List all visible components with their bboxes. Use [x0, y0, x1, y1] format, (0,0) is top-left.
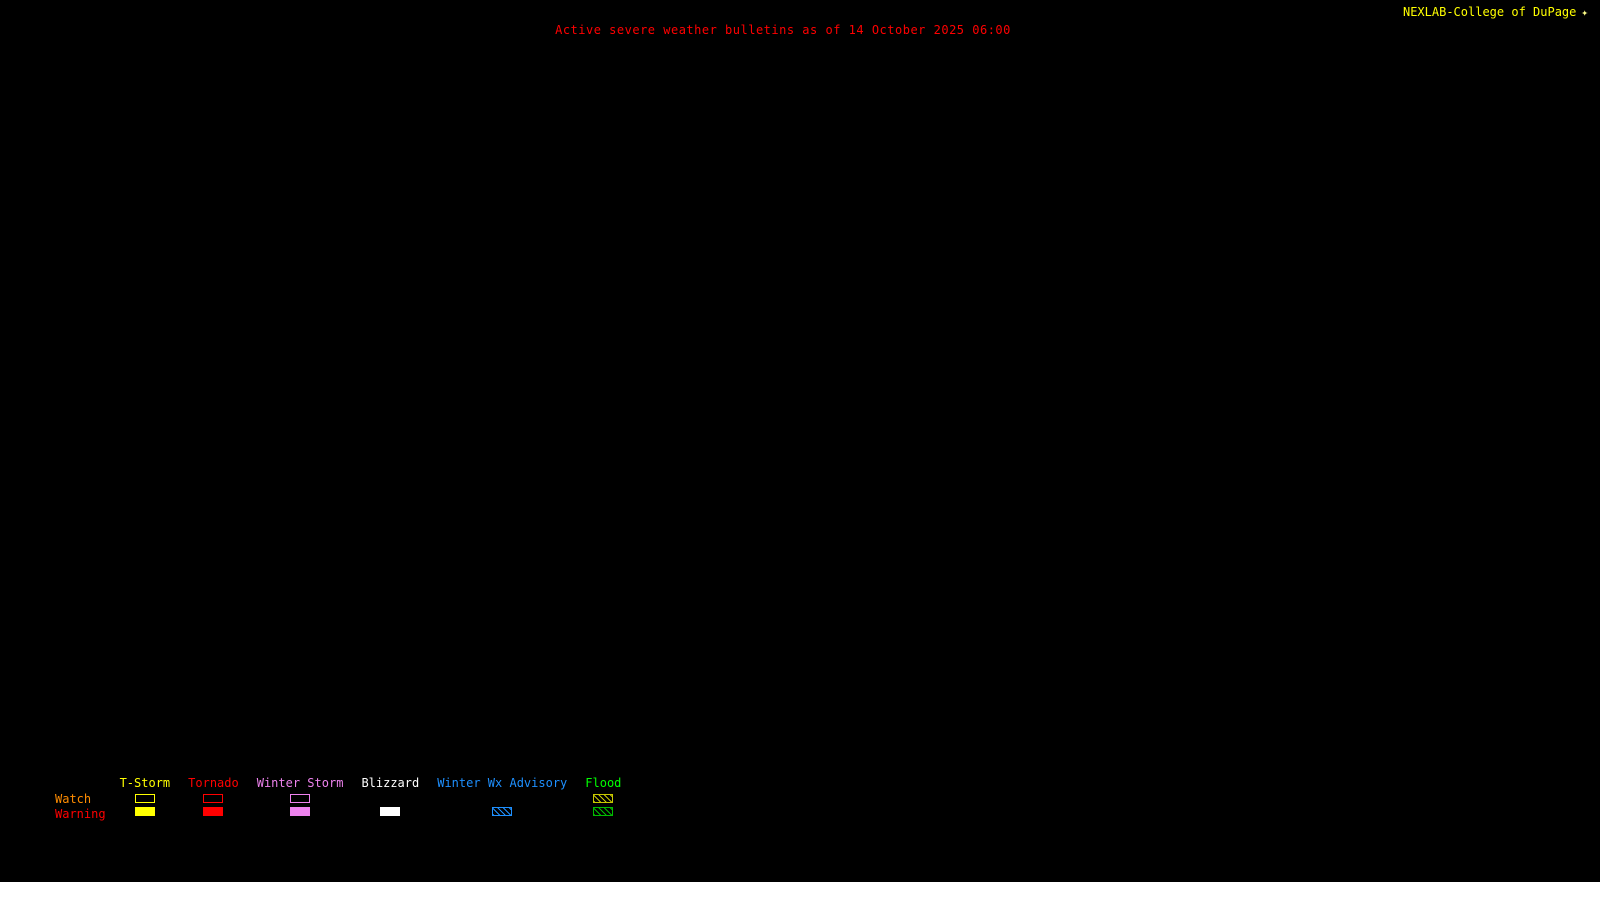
legend-category-label: Winter Wx Advisory: [437, 776, 568, 790]
legend-swatch-warning: [290, 807, 311, 816]
legend-category-winter-storm: Winter Storm: [256, 776, 344, 816]
legend-category-t-storm: T-Storm: [119, 776, 171, 816]
branding-text: NEXLAB-College of DuPage: [1402, 5, 1577, 19]
legend-swatch-warning: [492, 807, 513, 816]
nexlab-logo-icon: ✦: [1581, 5, 1588, 19]
legend-category-label: Winter Storm: [256, 776, 344, 790]
legend-watch-label: Watch: [55, 792, 92, 806]
nexlab-branding: NEXLAB-College of DuPage ✦: [1403, 5, 1588, 19]
legend-category-label: Tornado: [188, 776, 239, 790]
legend-category-blizzard: Blizzard: [361, 776, 419, 816]
legend-swatch-warning: [593, 807, 614, 816]
legend-row-labels: Watch Warning: [55, 776, 106, 822]
legend-swatch-warning: [134, 807, 155, 816]
legend-header-spacer: [55, 776, 106, 792]
legend-swatch-watch: [593, 794, 614, 803]
legend-categories: T-Storm Tornado Winter Storm Blizzard Winter…: [119, 776, 621, 816]
legend-category-label: T-Storm: [119, 776, 171, 790]
legend-swatch-warning: [380, 807, 401, 816]
legend-warning-label: Warning: [55, 807, 106, 821]
legend-category-winter-wx-advisory: Winter Wx Advisory: [437, 776, 567, 816]
bulletin-title: Active severe weather bulletins as of 14…: [555, 23, 1011, 37]
legend-swatch-watch: [290, 794, 311, 803]
legend-category-tornado: Tornado: [188, 776, 239, 816]
legend: Watch Warning T-Storm Tornado Winter Storm…: [55, 776, 621, 822]
legend-category-flood: Flood: [585, 776, 621, 816]
legend-category-label: Flood: [585, 776, 622, 790]
legend-swatch-watch: [203, 794, 224, 803]
legend-category-label: Blizzard: [361, 776, 420, 790]
legend-swatch-warning: [203, 807, 224, 816]
legend-swatch-watch: [134, 794, 155, 803]
